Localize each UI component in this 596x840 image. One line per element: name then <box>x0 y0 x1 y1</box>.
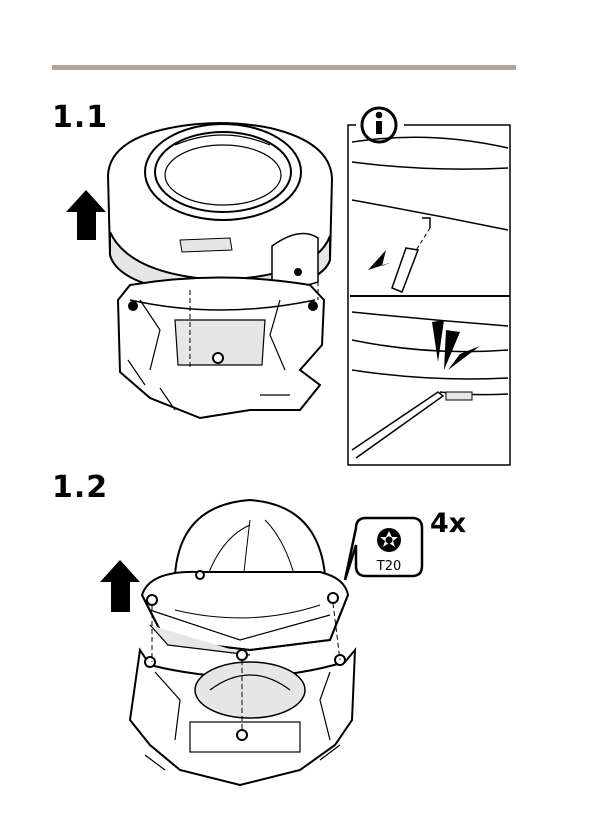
torx-screwdriver-icon: T20 <box>345 518 422 580</box>
up-arrow-icon-2 <box>100 560 140 612</box>
info-icon <box>362 108 396 142</box>
camera-cover-ring <box>108 123 332 295</box>
up-arrow-icon-1 <box>66 190 106 240</box>
camera-base-housing <box>118 265 324 418</box>
tool-label: T20 <box>376 559 401 574</box>
camera-dome-cover <box>142 500 348 660</box>
info-panel <box>348 108 510 465</box>
screw-quantity: 4x <box>430 508 466 539</box>
